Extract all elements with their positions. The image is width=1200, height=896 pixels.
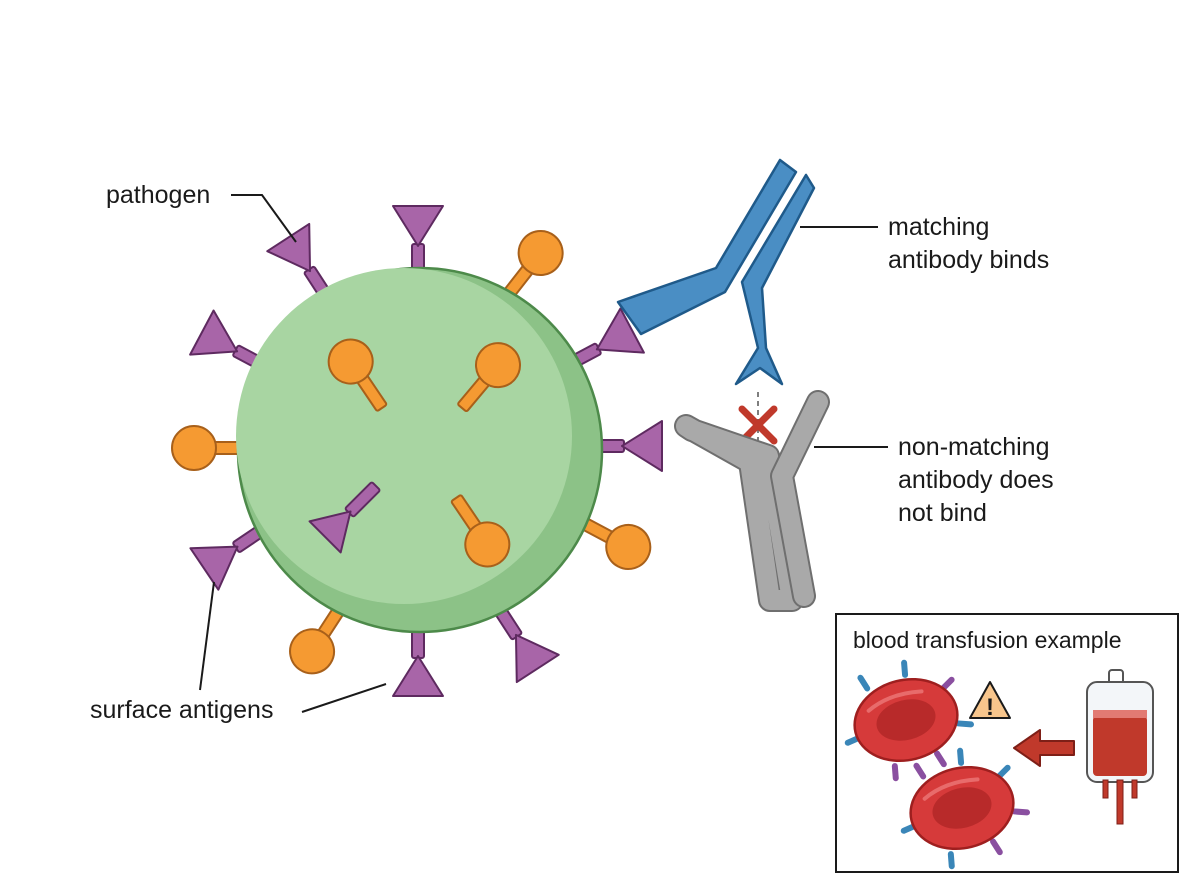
pathogen-body: [236, 266, 604, 634]
blood-bag-icon: [1086, 669, 1154, 825]
matching-label-line2: antibody binds: [888, 246, 1049, 274]
cross-x-icon: [738, 405, 778, 445]
surface-antigens-label: surface antigens: [90, 696, 273, 724]
red-blood-cell: [844, 659, 974, 782]
warning-symbol: !: [986, 694, 994, 721]
non-matching-antibody: [674, 390, 830, 612]
surface-antigens-leader-left: [199, 581, 215, 691]
inset-title: blood transfusion example: [853, 627, 1122, 653]
pathogen-leader-line: [231, 194, 297, 243]
nonmatching-label-line1: non-matching: [898, 433, 1049, 461]
nonmatching-label-line3: not bind: [898, 499, 987, 527]
no-binding-marker: [738, 392, 778, 466]
blood-transfusion-inset: blood transfusion example !: [835, 613, 1179, 873]
arrow-left-icon: [1013, 729, 1075, 767]
surface-antigens-leader-right: [301, 683, 387, 713]
matching-antibody: [616, 158, 816, 386]
warning-triangle-icon: !: [969, 681, 1011, 721]
red-blood-cell: [900, 747, 1030, 870]
pathogen-label: pathogen: [106, 181, 210, 209]
matching-label-line1: matching: [888, 213, 989, 241]
nonmatching-label-line2: antibody does: [898, 466, 1054, 494]
